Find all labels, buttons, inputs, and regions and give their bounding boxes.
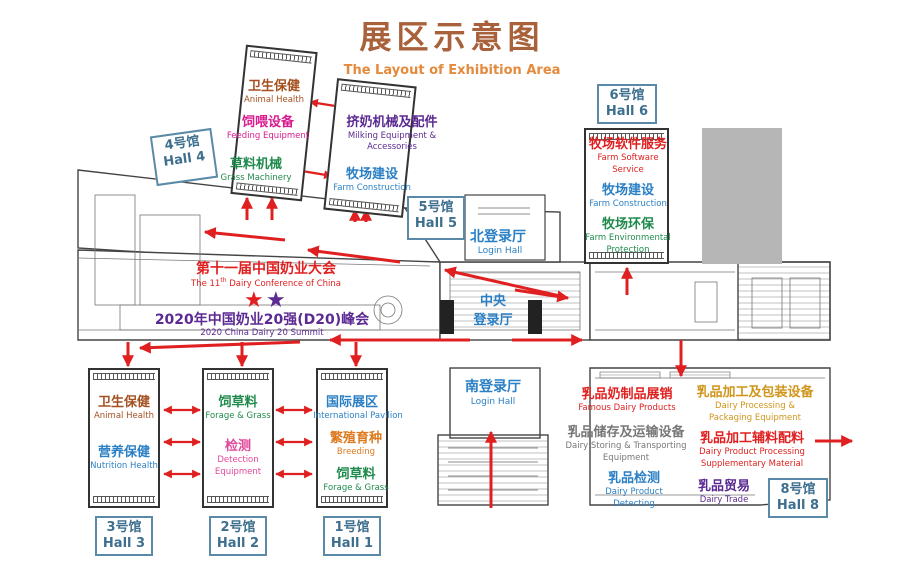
map-title-zh: 展区示意图 [359, 18, 545, 56]
zone-h2-forage: 饲草料 [218, 395, 258, 410]
zone-h8-trade: 乳品贸易 [697, 479, 751, 494]
zone-h4-feeding: 饲喂设备 [241, 115, 295, 130]
zone-h6-env: 牧场环保 [601, 217, 655, 232]
hall-1-building [316, 368, 388, 508]
zone-h6-env-en1: Farm Environmental [585, 233, 671, 243]
zone-h1-breed-en: Breeding [336, 447, 376, 457]
zone-h5-milking: 挤奶机械及配件 [346, 115, 438, 130]
zone-h4-grass: 草料机械 [229, 157, 283, 172]
zone-h8-testing-en1: Dairy Product [605, 487, 663, 497]
zone-h8-storage-en2: Equipment [602, 453, 650, 463]
zone-h8-aux-en2: Supplementary Material [700, 459, 804, 469]
zone-h8-aux: 乳品加工辅料配料 [699, 431, 805, 446]
zone-h5-farm: 牧场建设 [345, 167, 399, 182]
south-login-hall: 南登录厅 [465, 379, 521, 395]
central-login-hall: 中央 登录厅 [462, 292, 524, 330]
event-summit: 2020年中国奶业20强(D20)峰会 [154, 312, 370, 328]
conference-sup: th [220, 277, 227, 284]
star-purple-icon: ★ [266, 288, 286, 313]
zone-h8-aux-en1: Dairy Product Processing [699, 447, 805, 457]
zone-h8-testing: 乳品检测 [607, 471, 661, 486]
zone-h1-breed: 繁殖育种 [329, 431, 383, 446]
south-login-hall-en: Login Hall [470, 397, 516, 407]
zone-h6-software-en2: Service [612, 165, 644, 175]
zone-h5-milking-en1: Milking Equipment & [347, 131, 437, 141]
zone-h1-forage: 饲草料 [336, 467, 376, 482]
zone-h4-feeding-en: Feeding Equipment [226, 131, 310, 141]
hall-2-building [202, 368, 274, 508]
zone-h4-health-en: Animal Health [243, 95, 305, 105]
zone-h8-processing-en1: Dairy Processing & [714, 401, 796, 411]
zone-h8-processing-en2: Packaging Equipment [709, 413, 801, 423]
zone-h6-env-en2: Protection [606, 245, 650, 255]
zone-h1-intl-en: International Pavilion [313, 411, 403, 421]
zone-h8-testing-en2: Detecting [613, 499, 655, 509]
north-login-hall-en: Login Hall [477, 246, 523, 256]
zone-h2-detect: 检测 [224, 439, 252, 454]
zone-h6-software: 牧场软件服务 [588, 137, 668, 152]
zone-h3-nutrition-en: Nutrition Health [90, 461, 158, 471]
star-red-icon: ★ [244, 288, 264, 313]
zone-h8-storage-en1: Dairy Storing & Transporting [565, 441, 687, 451]
zone-h5-milking-en2: Accessories [367, 142, 417, 152]
zone-h3-health: 卫生保健 [97, 395, 151, 410]
event-summit-en: 2020 China Dairy 20 Summit [200, 328, 324, 338]
zone-h6-farm-en: Farm Construction [589, 199, 667, 209]
zone-h2-detect-en2: Equipment [214, 467, 262, 477]
zone-h6-farm: 牧场建设 [601, 183, 655, 198]
hall-6-building [584, 128, 669, 264]
zone-h4-grass-en: Grass Machinery [220, 173, 292, 183]
zone-h8-brand-en: Famous Dairy Products [578, 403, 676, 413]
hall-3-building [88, 368, 160, 508]
zone-h2-detect-en1: Detection [217, 455, 259, 465]
zone-h4-health: 卫生保健 [247, 79, 301, 94]
zone-h8-storage: 乳品储存及运输设备 [567, 425, 685, 440]
zone-h3-nutrition: 营养保健 [97, 445, 151, 460]
zone-h5-farm-en: Farm Construction [333, 183, 411, 193]
zone-h1-forage-en: Forage & Grass [323, 483, 389, 493]
gray-block [702, 128, 782, 264]
map-title-en: The Layout of Exhibition Area [343, 63, 561, 78]
route-arrows [122, 196, 854, 508]
zone-h8-brand: 乳品奶制品展销 [581, 387, 673, 402]
north-login-hall: 北登录厅 [470, 229, 526, 245]
zone-h3-health-en: Animal Health [93, 411, 155, 421]
zone-h8-trade-en: Dairy Trade [699, 495, 749, 505]
event-conference-en: The 11th Dairy Conference of China [191, 277, 341, 289]
zone-h1-intl: 国际展区 [325, 395, 379, 410]
zone-h6-software-en1: Farm Software [597, 153, 659, 163]
zone-h8-processing: 乳品加工及包装设备 [696, 385, 814, 400]
central-login-line1: 中央 [479, 294, 506, 309]
event-conference: 第十一届中国奶业大会 [196, 261, 336, 277]
central-login-line2: 登录厅 [473, 313, 513, 328]
zone-h2-forage-en: Forage & Grass [205, 411, 271, 421]
